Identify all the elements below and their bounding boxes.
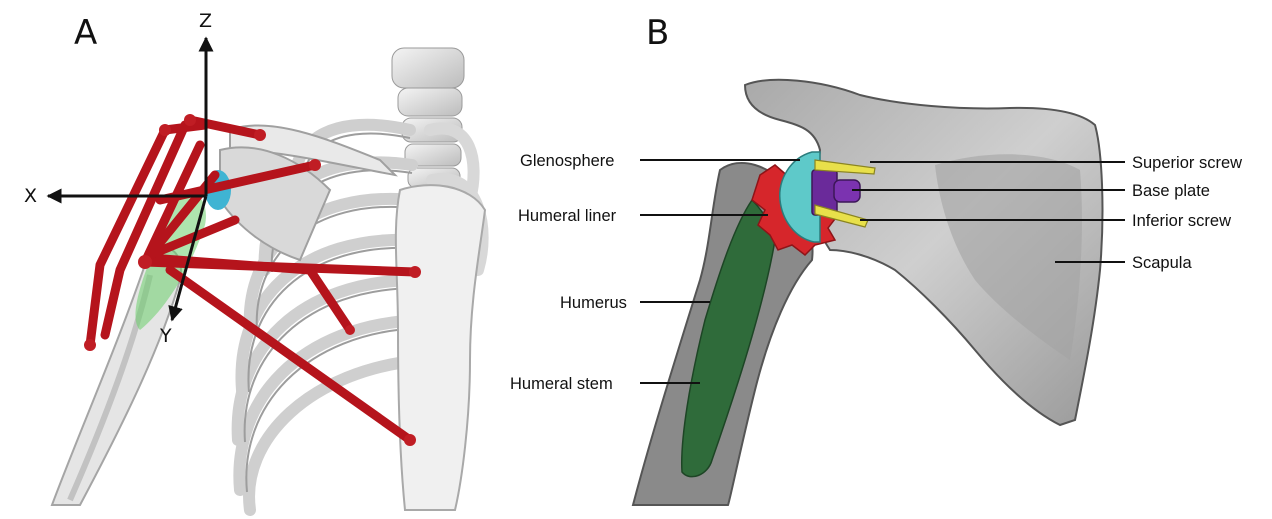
humerus-label: Humerus <box>560 294 627 312</box>
superior-screw-label: Superior screw <box>1132 154 1242 172</box>
base-plate-label: Base plate <box>1132 182 1210 200</box>
panel-b-letter: B <box>646 13 669 53</box>
humeral-liner-label: Humeral liner <box>518 207 617 225</box>
glenosphere-label: Glenosphere <box>520 152 614 170</box>
humeral-stem-label: Humeral stem <box>510 375 613 393</box>
panel-a-letter: A <box>74 13 97 53</box>
inferior-screw-label: Inferior screw <box>1132 212 1231 230</box>
panel-b: B Glenosphere Humeral <box>510 13 1242 505</box>
sternum <box>396 185 485 510</box>
panel-a: A <box>24 10 485 510</box>
y-axis-label: Y <box>159 325 172 347</box>
scapula-label: Scapula <box>1132 254 1192 272</box>
x-axis-label: X <box>24 185 37 207</box>
z-axis-label: Z <box>199 10 212 32</box>
